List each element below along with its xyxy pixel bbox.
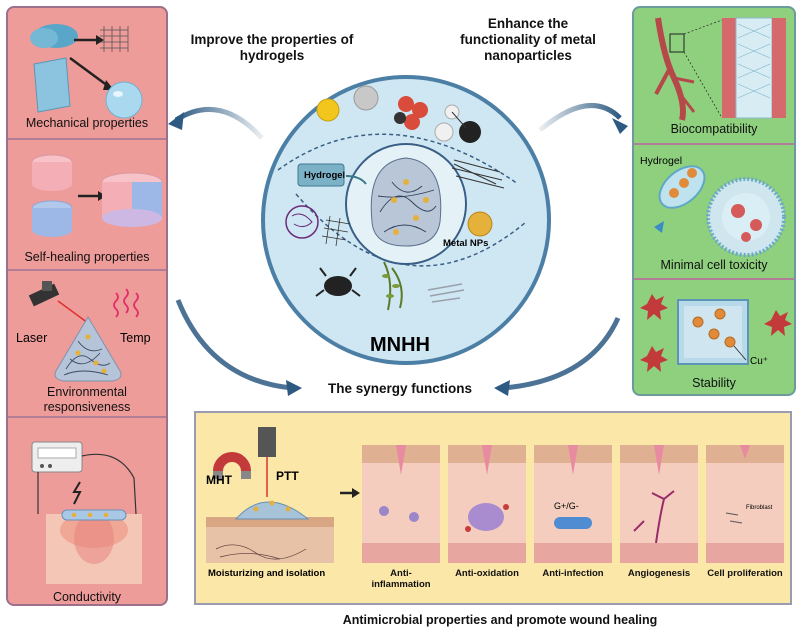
center-hydrogel-label: Hydrogel	[304, 170, 346, 181]
environmental-responsiveness-cell: Laser Temp Environmental responsiveness	[8, 269, 166, 416]
conductivity-illustration	[31, 441, 142, 584]
mechanical-properties-illustration	[30, 24, 143, 119]
biocompatibility-cell: Biocompatibility	[634, 8, 794, 143]
center-metal-nps-label: Metal NPs	[443, 238, 489, 249]
laser-label: Laser	[16, 331, 48, 345]
right-heading: Enhance the functionality of metal nanop…	[460, 16, 596, 63]
mnhh-central-circle	[261, 75, 551, 365]
stability-cell: Cu⁺ Stability	[634, 278, 794, 394]
ptt-label: PTT	[276, 469, 299, 483]
stability-label: Stability	[692, 376, 736, 390]
mechanical-properties-cell: Mechanical properties	[8, 8, 166, 138]
anti-oxidation-label: Anti-oxidation	[455, 568, 519, 579]
mnhh-title: MNHH	[370, 334, 430, 356]
moisturizing-label: Moisturizing and isolation	[208, 568, 326, 579]
arrow-left-to-synergy	[175, 299, 293, 391]
arrow-to-right-panel	[538, 103, 622, 132]
environmental-responsiveness-label: Environmental responsiveness	[43, 385, 131, 414]
left-panel: Mechanical properties Self-healing prope…	[6, 6, 168, 606]
stability-illustration	[640, 294, 792, 372]
self-healing-label: Self-healing properties	[24, 250, 150, 264]
right-panel: Biocompatibility Hydrogel Minimal cell t…	[632, 6, 796, 396]
arrow-to-left-panel	[174, 106, 264, 140]
minimal-cell-toxicity-label: Minimal cell toxicity	[660, 258, 768, 272]
biocompatibility-label: Biocompatibility	[670, 122, 758, 136]
wound-healing-illustration	[206, 427, 784, 563]
biocompatibility-illustration	[654, 17, 786, 121]
minimal-cell-toxicity-cell: Hydrogel Minimal cell toxicity	[634, 143, 794, 278]
self-healing-cell: Self-healing properties	[8, 138, 166, 269]
arrow-right-to-synergy	[503, 316, 621, 391]
self-healing-illustration	[31, 154, 163, 237]
skin-stages	[362, 445, 784, 563]
mht-label: MHT	[206, 473, 232, 487]
fibroblast-label: Fibroblast	[746, 505, 773, 511]
angiogenesis-label: Angiogenesis	[627, 568, 691, 579]
toxicity-illustration	[654, 165, 786, 257]
bottom-heading: Antimicrobial properties and promote wou…	[342, 613, 658, 627]
cell-proliferation-label: Cell proliferation	[707, 568, 783, 579]
synergy-heading: The synergy functions	[327, 381, 473, 396]
toxicity-hydrogel-label: Hydrogel	[640, 155, 683, 167]
conductivity-label: Conductivity	[52, 590, 122, 604]
temp-label: Temp	[120, 331, 151, 345]
left-heading: Improve the properties of hydrogels	[190, 32, 354, 63]
gram-label: G+/G-	[554, 501, 579, 511]
cu-ion-label: Cu⁺	[750, 356, 769, 367]
bottom-wound-healing-panel: MHT PTT Moisturizing and isolation Anti-…	[194, 411, 792, 605]
conductivity-cell: Conductivity	[8, 416, 166, 604]
environmental-illustration	[28, 281, 139, 382]
mechanical-properties-label: Mechanical properties	[25, 116, 149, 130]
anti-inflammation-label: Anti-inflammation	[371, 568, 431, 590]
anti-infection-label: Anti-infection	[542, 568, 604, 579]
